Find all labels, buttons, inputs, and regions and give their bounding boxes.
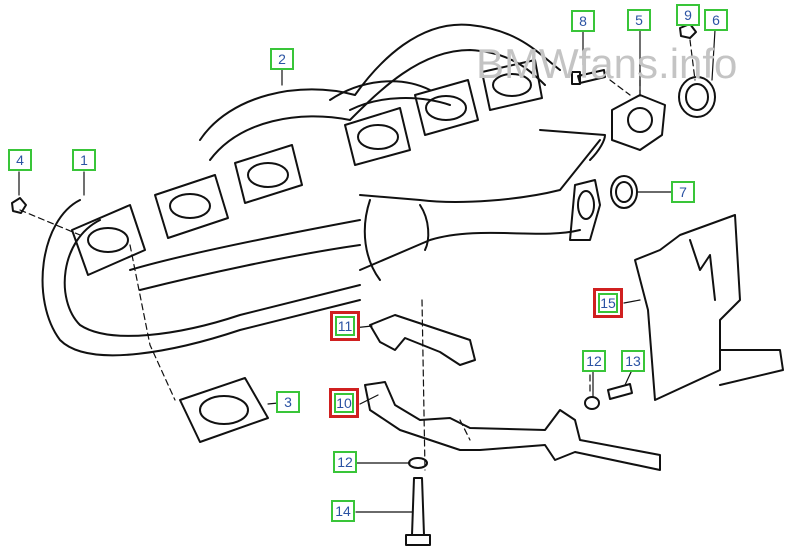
leader-lines [18,29,716,513]
callout-9: 9 [676,4,700,26]
callout-12-washer-lower: 12 [333,451,357,473]
callout-14: 14 [331,500,355,522]
callout-5: 5 [627,9,651,31]
gasket-3 [179,377,269,443]
collector-tubes [41,129,606,357]
callout-10: 10 [329,388,359,418]
callout-10-label: 10 [334,393,354,413]
heat-shield [634,214,784,401]
callout-4: 4 [8,149,32,171]
callout-8: 8 [571,10,595,32]
small-parts [405,383,633,546]
rear-manifold [199,23,561,161]
callout-13: 13 [621,350,645,372]
callout-6: 6 [704,9,728,31]
callout-12-washer: 12 [582,350,606,372]
callout-7: 7 [671,181,695,203]
callout-1: 1 [72,149,96,171]
clamp-bracket [364,314,661,471]
front-flanges [71,59,543,276]
callout-15-label: 15 [598,293,618,313]
callout-15: 15 [593,288,623,318]
callout-3: 3 [276,391,300,413]
assembly-lines [19,39,696,471]
callout-2: 2 [270,48,294,70]
callout-11: 11 [330,311,360,341]
watermark: BMWfans.info [476,40,738,87]
callout-11-label: 11 [335,316,355,336]
